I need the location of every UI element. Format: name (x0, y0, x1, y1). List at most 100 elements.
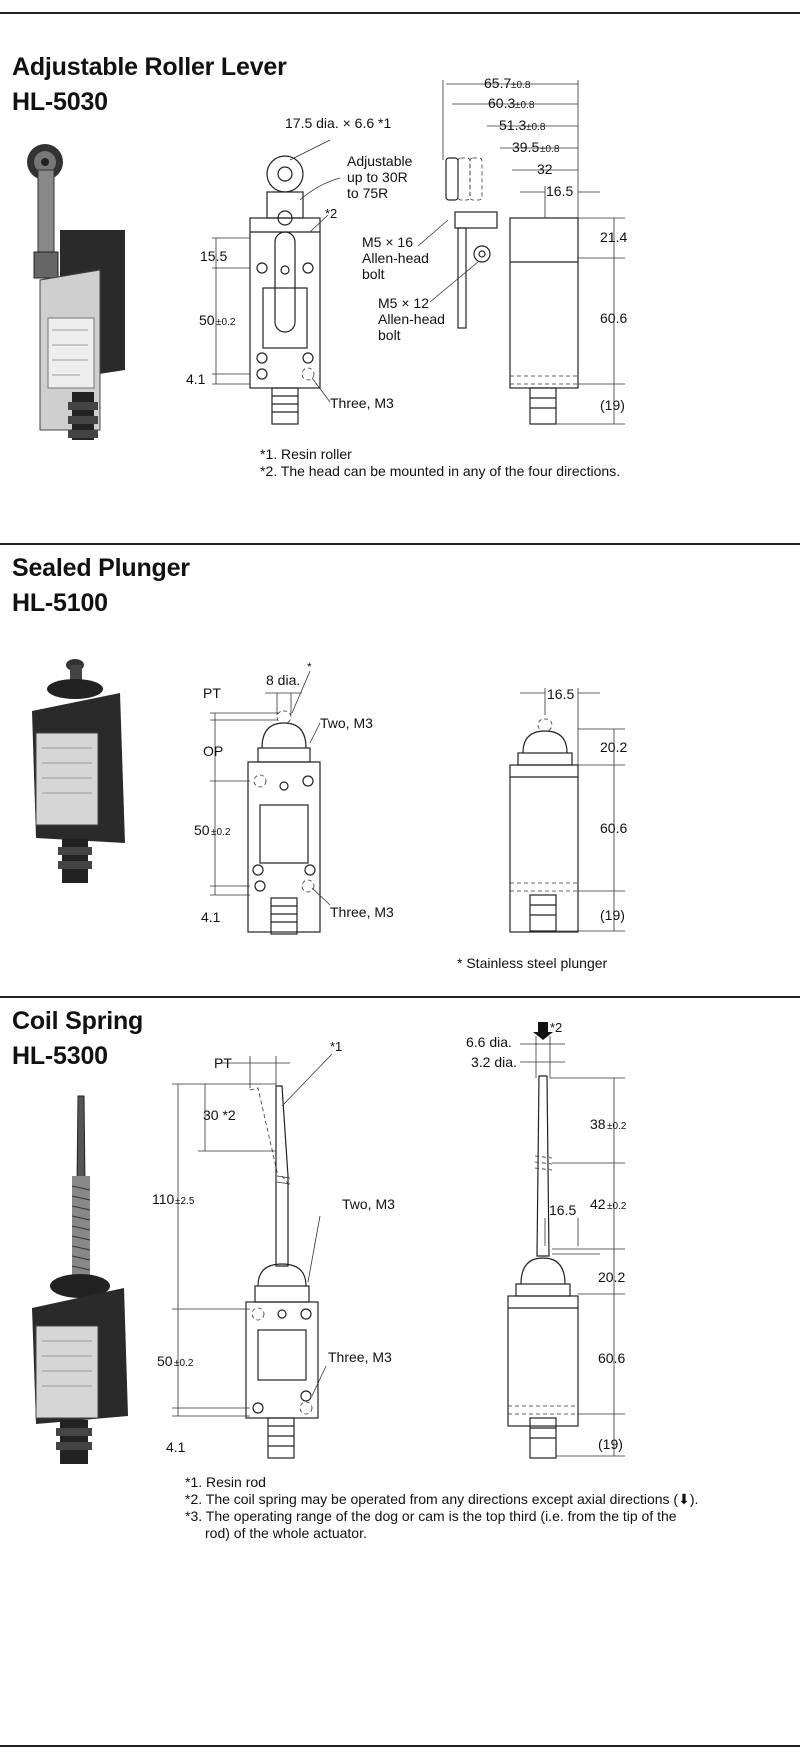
adjustable-label-3: to 75R (347, 185, 388, 201)
note-3-continued: rod) of the whole actuator. (205, 1525, 367, 1541)
op-label: OP (203, 743, 223, 759)
dim-50: 50 (199, 312, 215, 328)
dim-60-3: 60.3 (488, 95, 515, 111)
bolt-m5x16-line-3: bolt (362, 266, 385, 282)
dim-50: 50 (194, 822, 210, 838)
section-title-sealed-plunger: Sealed Plunger HL-5100 (12, 551, 190, 621)
note-3: *3. The operating range of the dog or ca… (185, 1508, 677, 1524)
roller-lever-product-illustration (27, 144, 125, 440)
dim-15-5: 15.5 (200, 248, 227, 264)
sealed-plunger-front-view (210, 670, 331, 935)
pt-label: PT (203, 685, 221, 701)
note-2-marker: *2 (325, 206, 337, 221)
dim-42: 42 (590, 1196, 606, 1212)
dim-39-5-tolerance: ±0.8 (540, 144, 560, 155)
note-1: *1. Resin rod (185, 1474, 266, 1490)
dim-65-7-tolerance: ±0.8 (511, 80, 531, 91)
dim-30: 30 *2 (203, 1107, 236, 1123)
dim-38-tolerance: ±0.2 (607, 1121, 627, 1132)
dim-42-tolerance: ±0.2 (607, 1201, 627, 1212)
bolt-m5x12-line-2: Allen-head (378, 311, 445, 327)
note-1: *1. Resin roller (260, 446, 352, 462)
dim-51-3: 51.3 (499, 117, 526, 133)
bolt-m5x12-line-1: M5 × 12 (378, 295, 429, 311)
top-rule (0, 12, 800, 14)
bolt-m5x12-line-3: bolt (378, 327, 401, 343)
three-m3-label: Three, M3 (330, 904, 394, 920)
arrow-note-marker: *2 (550, 1020, 562, 1035)
dim-19: (19) (600, 907, 625, 923)
roller-diameter-label: 17.5 dia. × 6.6 *1 (285, 115, 391, 131)
section-name: Sealed Plunger (12, 554, 190, 582)
adjustable-label-2: up to 30R (347, 169, 408, 185)
section-model: HL-5100 (12, 589, 108, 617)
coil-spring-drawing: PT *1 30 *2 110 ±2.5 Two, M3 Three, M3 5… (32, 1020, 627, 1464)
dim-4-1: 4.1 (186, 371, 206, 387)
dim-50-tolerance: ±0.2 (216, 317, 236, 328)
roller-lever-notes: *1. Resin roller *2. The head can be mou… (260, 446, 620, 480)
dim-20-2: 20.2 (600, 739, 627, 755)
note-2: *2. The coil spring may be operated from… (185, 1491, 699, 1507)
dim-21-4: 21.4 (600, 229, 627, 245)
dim-50: 50 (157, 1353, 173, 1369)
rod-note-marker: *1 (330, 1039, 342, 1054)
note-1: * Stainless steel plunger (457, 955, 608, 971)
dim-4-1: 4.1 (201, 909, 221, 925)
sealed-plunger-dimension-labels: PT OP 8 dia. * Two, M3 50 ±0.2 4.1 Three… (194, 660, 627, 925)
sealed-plunger-notes: * Stainless steel plunger (457, 955, 607, 972)
roller-lever-side-view (417, 80, 625, 425)
section-divider-1 (0, 543, 800, 545)
two-m3-label: Two, M3 (342, 1196, 395, 1212)
dim-32: 32 (537, 161, 553, 177)
section-model: HL-5030 (12, 88, 108, 116)
dim-60-6: 60.6 (600, 820, 627, 836)
dim-38: 38 (590, 1116, 606, 1132)
dim-51-3-tolerance: ±0.8 (526, 122, 546, 133)
section-model: HL-5300 (12, 1042, 108, 1070)
dim-19: (19) (600, 397, 625, 413)
bolt-m5x16-line-2: Allen-head (362, 250, 429, 266)
sealed-plunger-side-view (509, 688, 625, 933)
dim-60-6: 60.6 (598, 1350, 625, 1366)
dim-8-dia: 8 dia. (266, 672, 300, 688)
dim-20-2: 20.2 (598, 1269, 625, 1285)
dim-65-7: 65.7 (484, 75, 511, 91)
roller-lever-dimension-labels: 17.5 dia. × 6.6 *1 Adjustable up to 30R … (186, 75, 627, 413)
coil-spring-dimension-labels: PT *1 30 *2 110 ±2.5 Two, M3 Three, M3 5… (152, 1020, 627, 1455)
section-name: Coil Spring (12, 1007, 144, 1035)
coil-spring-front-view (172, 1053, 333, 1459)
dim-50-tolerance: ±0.2 (174, 1358, 194, 1369)
section-title-roller-lever: Adjustable Roller Lever HL-5030 (12, 50, 287, 120)
dim-16-5: 16.5 (546, 183, 573, 199)
dim-6-6-dia: 6.6 dia. (466, 1034, 512, 1050)
pt-label: PT (214, 1055, 232, 1071)
bottom-rule (0, 1745, 800, 1747)
sealed-plunger-product-illustration (32, 659, 125, 883)
three-m3-label: Three, M3 (330, 395, 394, 411)
dim-60-3-tolerance: ±0.8 (515, 100, 535, 111)
dim-39-5: 39.5 (512, 139, 539, 155)
sealed-plunger-drawing: PT OP 8 dia. * Two, M3 50 ±0.2 4.1 Three… (32, 659, 627, 935)
dim-50-tolerance: ±0.2 (211, 827, 231, 838)
dim-60-6: 60.6 (600, 310, 627, 326)
dim-19: (19) (598, 1436, 623, 1452)
section-name: Adjustable Roller Lever (12, 53, 287, 81)
bolt-m5x16-line-1: M5 × 16 (362, 234, 413, 250)
adjustable-label-1: Adjustable (347, 153, 413, 169)
dim-110-tolerance: ±2.5 (175, 1196, 195, 1207)
note-2: *2. The head can be mounted in any of th… (260, 463, 621, 479)
three-m3-label: Three, M3 (328, 1349, 392, 1365)
roller-lever-front-view (212, 139, 341, 425)
section-title-coil-spring: Coil Spring HL-5300 (12, 1004, 143, 1074)
coil-spring-side-view (507, 1022, 625, 1459)
two-m3-label: Two, M3 (320, 715, 373, 731)
dim-4-1: 4.1 (166, 1439, 186, 1455)
dim-3-2-dia: 3.2 dia. (471, 1054, 517, 1070)
coil-spring-notes: *1. Resin rod *2. The coil spring may be… (185, 1474, 698, 1542)
section-divider-2 (0, 996, 800, 998)
dim-16-5: 16.5 (547, 686, 574, 702)
dim-16-5: 16.5 (549, 1202, 576, 1218)
dim-110: 110 (152, 1191, 175, 1207)
roller-lever-drawing: 17.5 dia. × 6.6 *1 Adjustable up to 30R … (27, 75, 627, 440)
plunger-note-marker: * (307, 660, 312, 674)
